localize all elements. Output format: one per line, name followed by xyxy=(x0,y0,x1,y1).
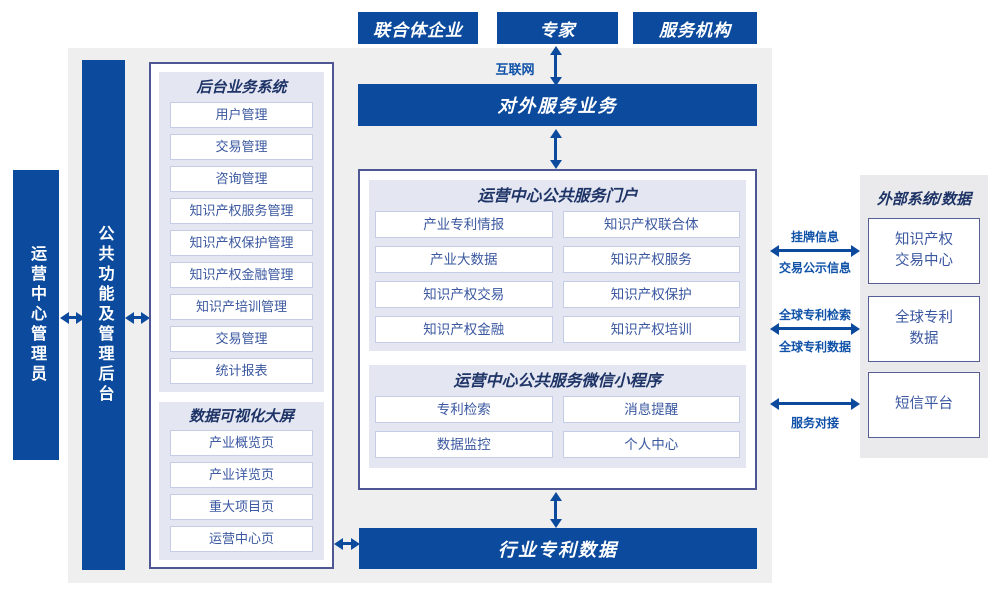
backend-item-ip-finance-mgmt: 知识产权金融管理 xyxy=(170,262,313,288)
internet-arrow xyxy=(554,55,557,77)
ext-box-ip-trading-center: 知识产权 交易中心 xyxy=(868,218,980,284)
internet-label: 互联网 xyxy=(495,62,535,77)
mini-item-personal-center: 个人中心 xyxy=(562,431,740,458)
backend-item-user-mgmt: 用户管理 xyxy=(170,102,313,128)
external-service-bar: 对外服务业务 xyxy=(358,84,757,126)
backend-item-trade-mgmt-2: 交易管理 xyxy=(170,326,313,352)
viz-item-major-projects: 重大项目页 xyxy=(170,494,313,520)
entity-service-organizations: 服务机构 xyxy=(633,12,757,44)
backend-item-statistics: 统计报表 xyxy=(170,358,313,384)
mini-item-message-reminder: 消息提醒 xyxy=(562,396,740,423)
ext-box-sms-platform: 短信平台 xyxy=(868,372,980,438)
portal-item-industry-bigdata: 产业大数据 xyxy=(375,246,553,273)
portal-item-patent-intelligence: 产业专利情报 xyxy=(375,211,553,238)
portal-item-ip-finance: 知识产权金融 xyxy=(375,316,553,343)
external-systems-panel: 外部系统/数据 知识产权 交易中心 全球专利 数据 短信平台 xyxy=(860,175,988,458)
backend-system-box: 后台业务系统 用户管理 交易管理 咨询管理 知识产权服务管理 知识产权保护管理 … xyxy=(149,62,334,569)
portal-industrydata-arrow xyxy=(554,501,557,519)
external-systems-title: 外部系统/数据 xyxy=(876,191,972,208)
portal-item-ip-service: 知识产权服务 xyxy=(562,246,740,273)
viz-item-industry-detail: 产业详览页 xyxy=(170,462,313,488)
operations-admin-bar: 运营中心管理员 xyxy=(13,170,59,460)
viz-item-industry-overview: 产业概览页 xyxy=(170,430,313,456)
portal-item-ip-trade: 知识产权交易 xyxy=(375,281,553,308)
visualization-title: 数据可视化大屏 xyxy=(188,408,294,425)
miniprogram-title: 运营中心公共服务微信小程序 xyxy=(453,373,662,390)
listing-info-arrow xyxy=(779,249,851,252)
service-connect-label: 服务对接 xyxy=(790,416,839,430)
admin-backend-arrow xyxy=(69,316,76,319)
backend-item-ip-service-mgmt: 知识产权服务管理 xyxy=(170,198,313,224)
trade-public-info-label: 交易公示信息 xyxy=(778,261,851,275)
portal-item-ip-protection: 知识产权保护 xyxy=(562,281,740,308)
backend-system-title: 后台业务系统 xyxy=(196,79,287,96)
portal-title: 运营中心公共服务门户 xyxy=(477,188,638,205)
service-to-portal-arrow xyxy=(554,138,557,160)
portal-box: 运营中心公共服务门户 产业专利情报 知识产权联合体 产业大数据 知识产权服务 知… xyxy=(358,169,757,490)
backend-functions-bar: 公共功能及管理后台 xyxy=(82,60,125,570)
global-patent-search-label: 全球专利检索 xyxy=(778,308,851,322)
miniprogram-panel: 运营中心公共服务微信小程序 专利检索 消息提醒 数据监控 个人中心 xyxy=(369,365,746,468)
ext-box-global-patent-data: 全球专利 数据 xyxy=(868,296,980,362)
listing-info-label: 挂牌信息 xyxy=(790,230,839,244)
backend-system-arrow xyxy=(134,316,141,319)
backend-item-ip-training-mgmt: 知识产培训管理 xyxy=(170,294,313,320)
service-connect-arrow xyxy=(779,402,851,405)
visualization-panel: 数据可视化大屏 产业概览页 产业详览页 重大项目页 运营中心页 xyxy=(159,402,324,560)
backend-system-panel: 后台业务系统 用户管理 交易管理 咨询管理 知识产权服务管理 知识产权保护管理 … xyxy=(159,72,324,392)
mini-item-patent-search: 专利检索 xyxy=(375,396,553,423)
backend-item-trade-mgmt: 交易管理 xyxy=(170,134,313,160)
mini-item-data-monitoring: 数据监控 xyxy=(375,431,553,458)
entity-consortium-enterprises: 联合体企业 xyxy=(358,12,478,44)
global-patent-data-label: 全球专利数据 xyxy=(778,340,851,354)
entity-experts: 专家 xyxy=(497,12,618,44)
global-patent-arrow xyxy=(779,327,851,330)
portal-panel: 运营中心公共服务门户 产业专利情报 知识产权联合体 产业大数据 知识产权服务 知… xyxy=(369,180,746,351)
backend-item-consult-mgmt: 咨询管理 xyxy=(170,166,313,192)
industry-patent-data-bar: 行业专利数据 xyxy=(359,528,757,569)
viz-item-operations-center: 运营中心页 xyxy=(170,526,313,552)
vizbox-industrydata-arrow xyxy=(343,542,351,545)
backend-item-ip-protection-mgmt: 知识产权保护管理 xyxy=(170,230,313,256)
portal-item-ip-training: 知识产权培训 xyxy=(562,316,740,343)
portal-item-ip-consortium: 知识产权联合体 xyxy=(562,211,740,238)
